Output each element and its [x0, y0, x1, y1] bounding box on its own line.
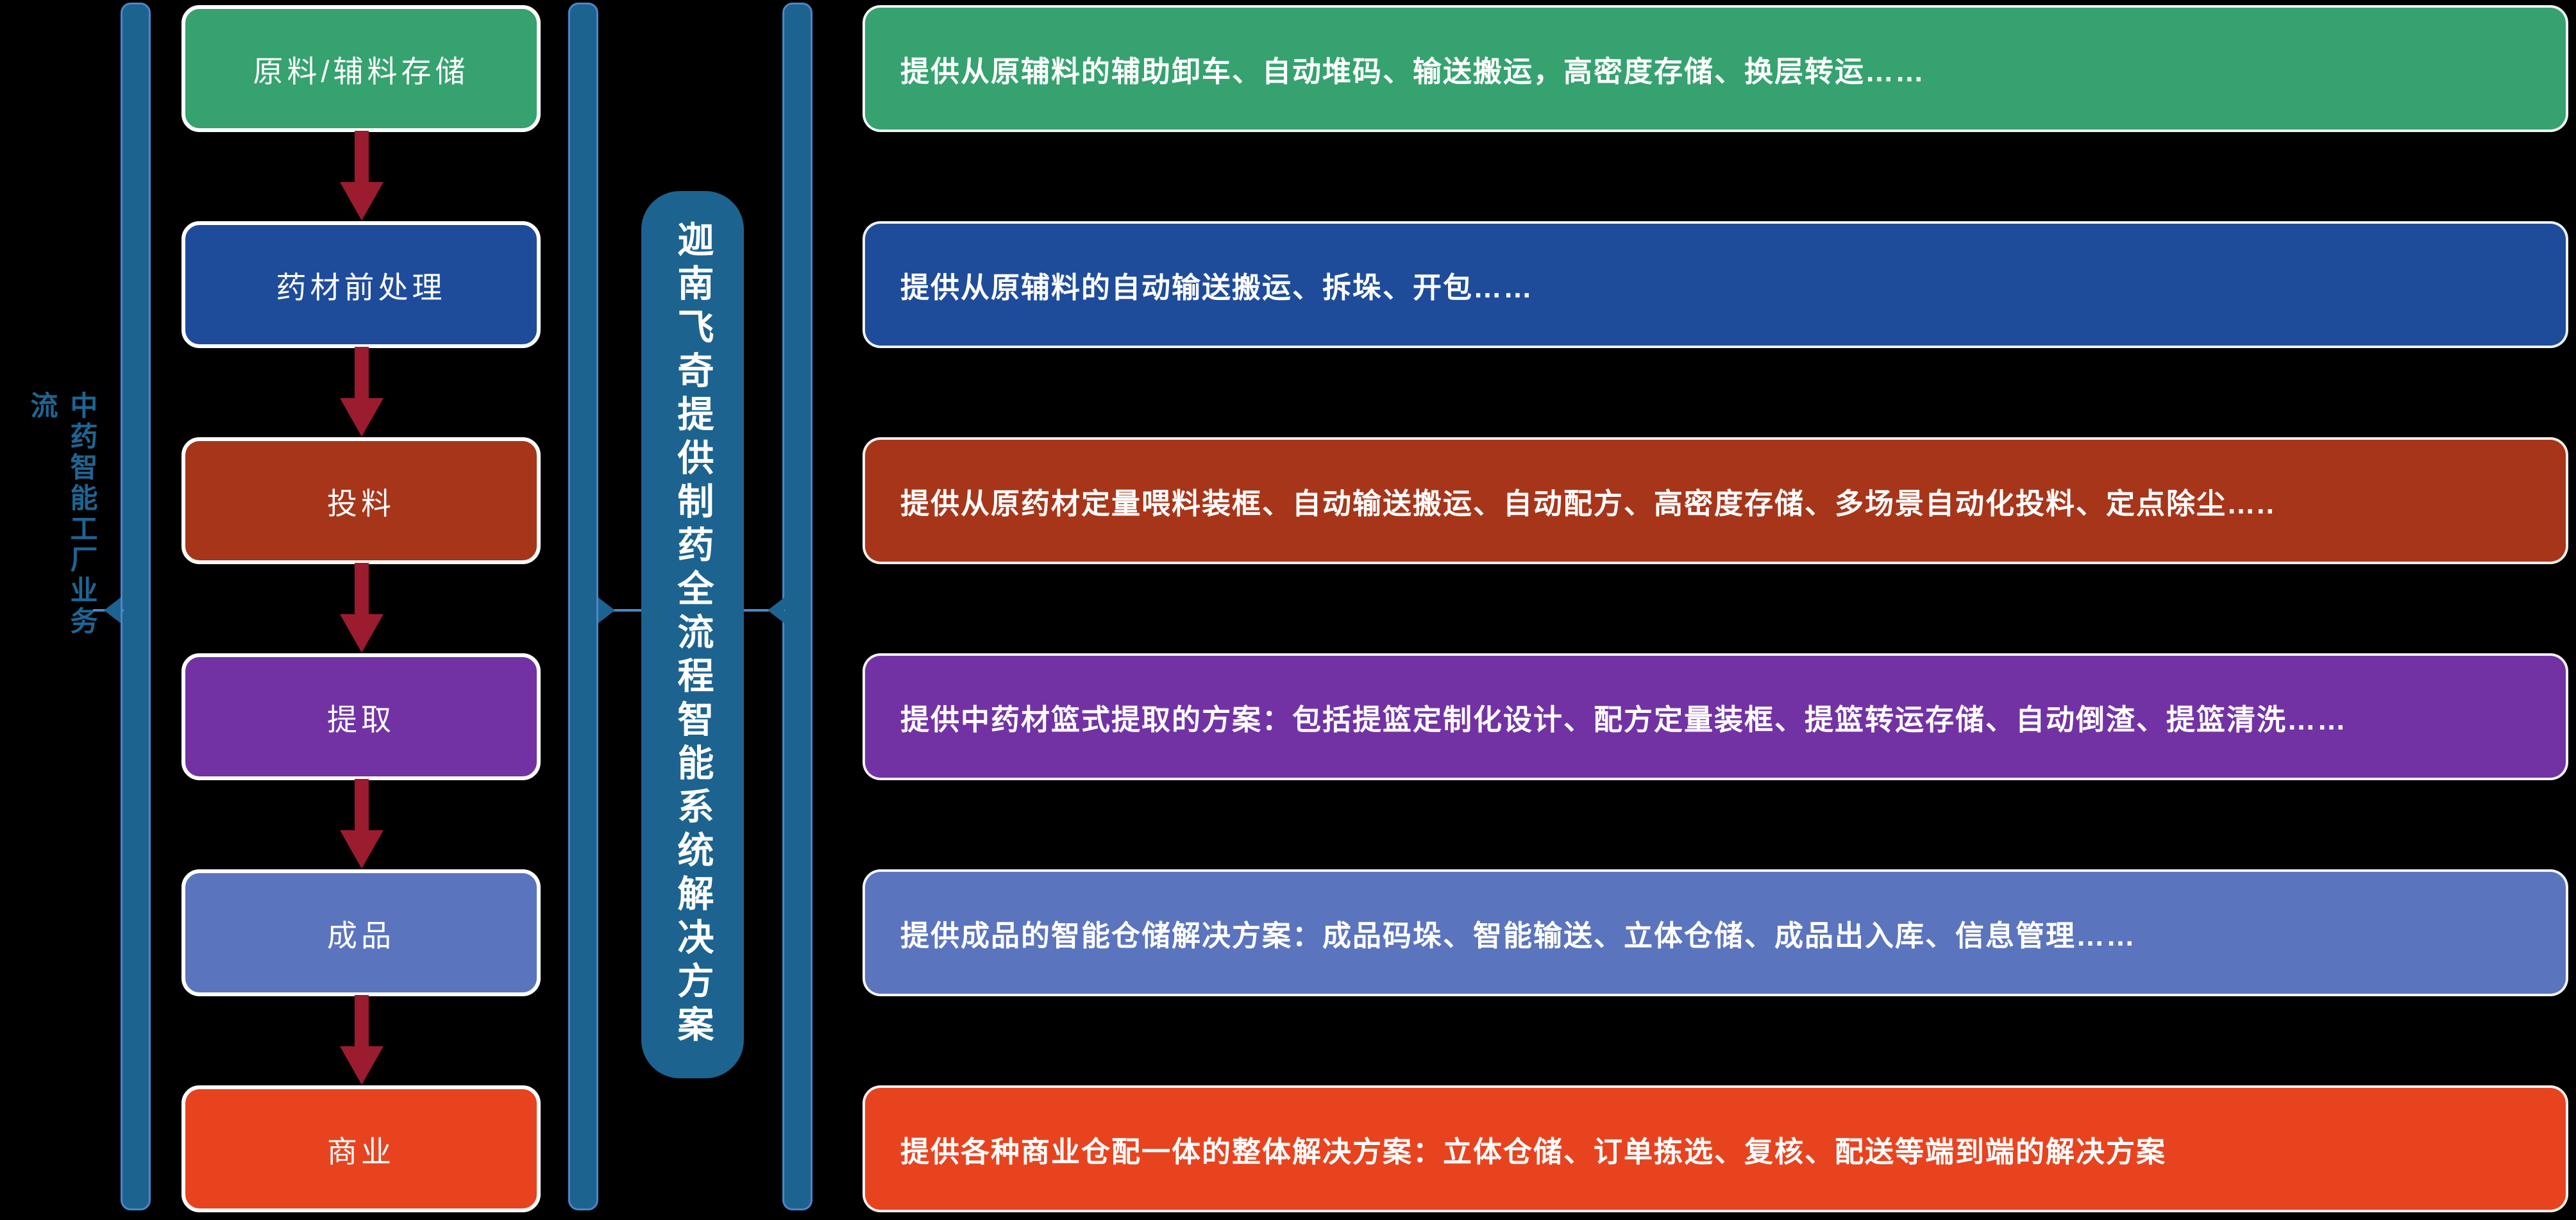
bracket-cusp-left	[104, 597, 121, 623]
arrow-stem	[355, 779, 369, 831]
center-solution-label: 迦南飞奇提供制药全流程智能系统解决方案	[672, 221, 713, 1049]
bracket-cusp-right	[768, 597, 784, 623]
desc-text: 提供成品的智能仓储解决方案：成品码垛、智能输送、立体仓储、成品出入库、信息管理……	[900, 919, 2137, 952]
bracket-bar-right	[782, 3, 812, 1210]
desc-text: 提供从原辅料的自动输送搬运、拆垛、开包……	[900, 271, 1534, 304]
desc-text: 提供从原药材定量喂料装框、自动输送搬运、自动配方、高密度存储、多场景自动化投料、…	[900, 487, 2276, 520]
connector-line-middle	[598, 609, 644, 612]
arrow-head-icon	[340, 1046, 383, 1085]
arrow-head-icon	[340, 398, 383, 437]
arrow-stem	[355, 131, 369, 183]
arrow-stem	[355, 563, 369, 615]
step-label: 商业	[327, 1134, 395, 1169]
desc-bar-feeding: 提供从原药材定量喂料装框、自动输送搬运、自动配方、高密度存储、多场景自动化投料、…	[863, 437, 2568, 564]
step-label: 原料/辅料存储	[253, 54, 469, 88]
desc-bar-raw-material-storage: 提供从原辅料的辅助卸车、自动堆码、输送搬运，高密度存储、换层转运……	[863, 5, 2568, 132]
bracket-cusp-middle	[598, 597, 615, 623]
left-flow-axis-label: 中药智能工厂业务流	[26, 391, 97, 637]
connector-line-right	[741, 609, 785, 612]
arrow-stem	[355, 995, 369, 1048]
step-label: 提取	[327, 702, 395, 737]
arrow-head-icon	[340, 182, 383, 221]
arrow-head-icon	[340, 614, 383, 653]
bracket-bar-middle	[568, 3, 598, 1210]
step-box-feeding: 投料	[181, 437, 541, 564]
desc-bar-pretreatment: 提供从原辅料的自动输送搬运、拆垛、开包……	[863, 221, 2568, 348]
arrow-head-icon	[340, 830, 383, 869]
desc-text: 提供各种商业仓配一体的整体解决方案：立体仓储、订单拣选、复核、配送等端到端的解决…	[900, 1135, 2167, 1168]
step-box-pretreatment: 药材前处理	[181, 221, 541, 348]
desc-bar-finished-product: 提供成品的智能仓储解决方案：成品码垛、智能输送、立体仓储、成品出入库、信息管理……	[863, 869, 2568, 996]
step-box-commerce: 商业	[181, 1085, 541, 1212]
desc-text: 提供中药材篮式提取的方案：包括提篮定制化设计、配方定量装框、提篮转运存储、自动倒…	[900, 703, 2348, 736]
desc-bar-commerce: 提供各种商业仓配一体的整体解决方案：立体仓储、订单拣选、复核、配送等端到端的解决…	[863, 1085, 2568, 1212]
step-label: 成品	[327, 918, 395, 953]
bracket-bar-left	[121, 3, 151, 1210]
step-box-extraction: 提取	[181, 653, 541, 780]
step-label: 投料	[327, 486, 395, 521]
arrow-stem	[355, 347, 369, 399]
step-box-finished-product: 成品	[181, 869, 541, 996]
center-solution-column: 迦南飞奇提供制药全流程智能系统解决方案	[641, 191, 744, 1078]
step-label: 药材前处理	[276, 270, 446, 305]
step-box-raw-material-storage: 原料/辅料存储	[181, 5, 541, 132]
desc-text: 提供从原辅料的辅助卸车、自动堆码、输送搬运，高密度存储、换层转运……	[900, 54, 1926, 88]
desc-bar-extraction: 提供中药材篮式提取的方案：包括提篮定制化设计、配方定量装框、提篮转运存储、自动倒…	[863, 653, 2568, 780]
